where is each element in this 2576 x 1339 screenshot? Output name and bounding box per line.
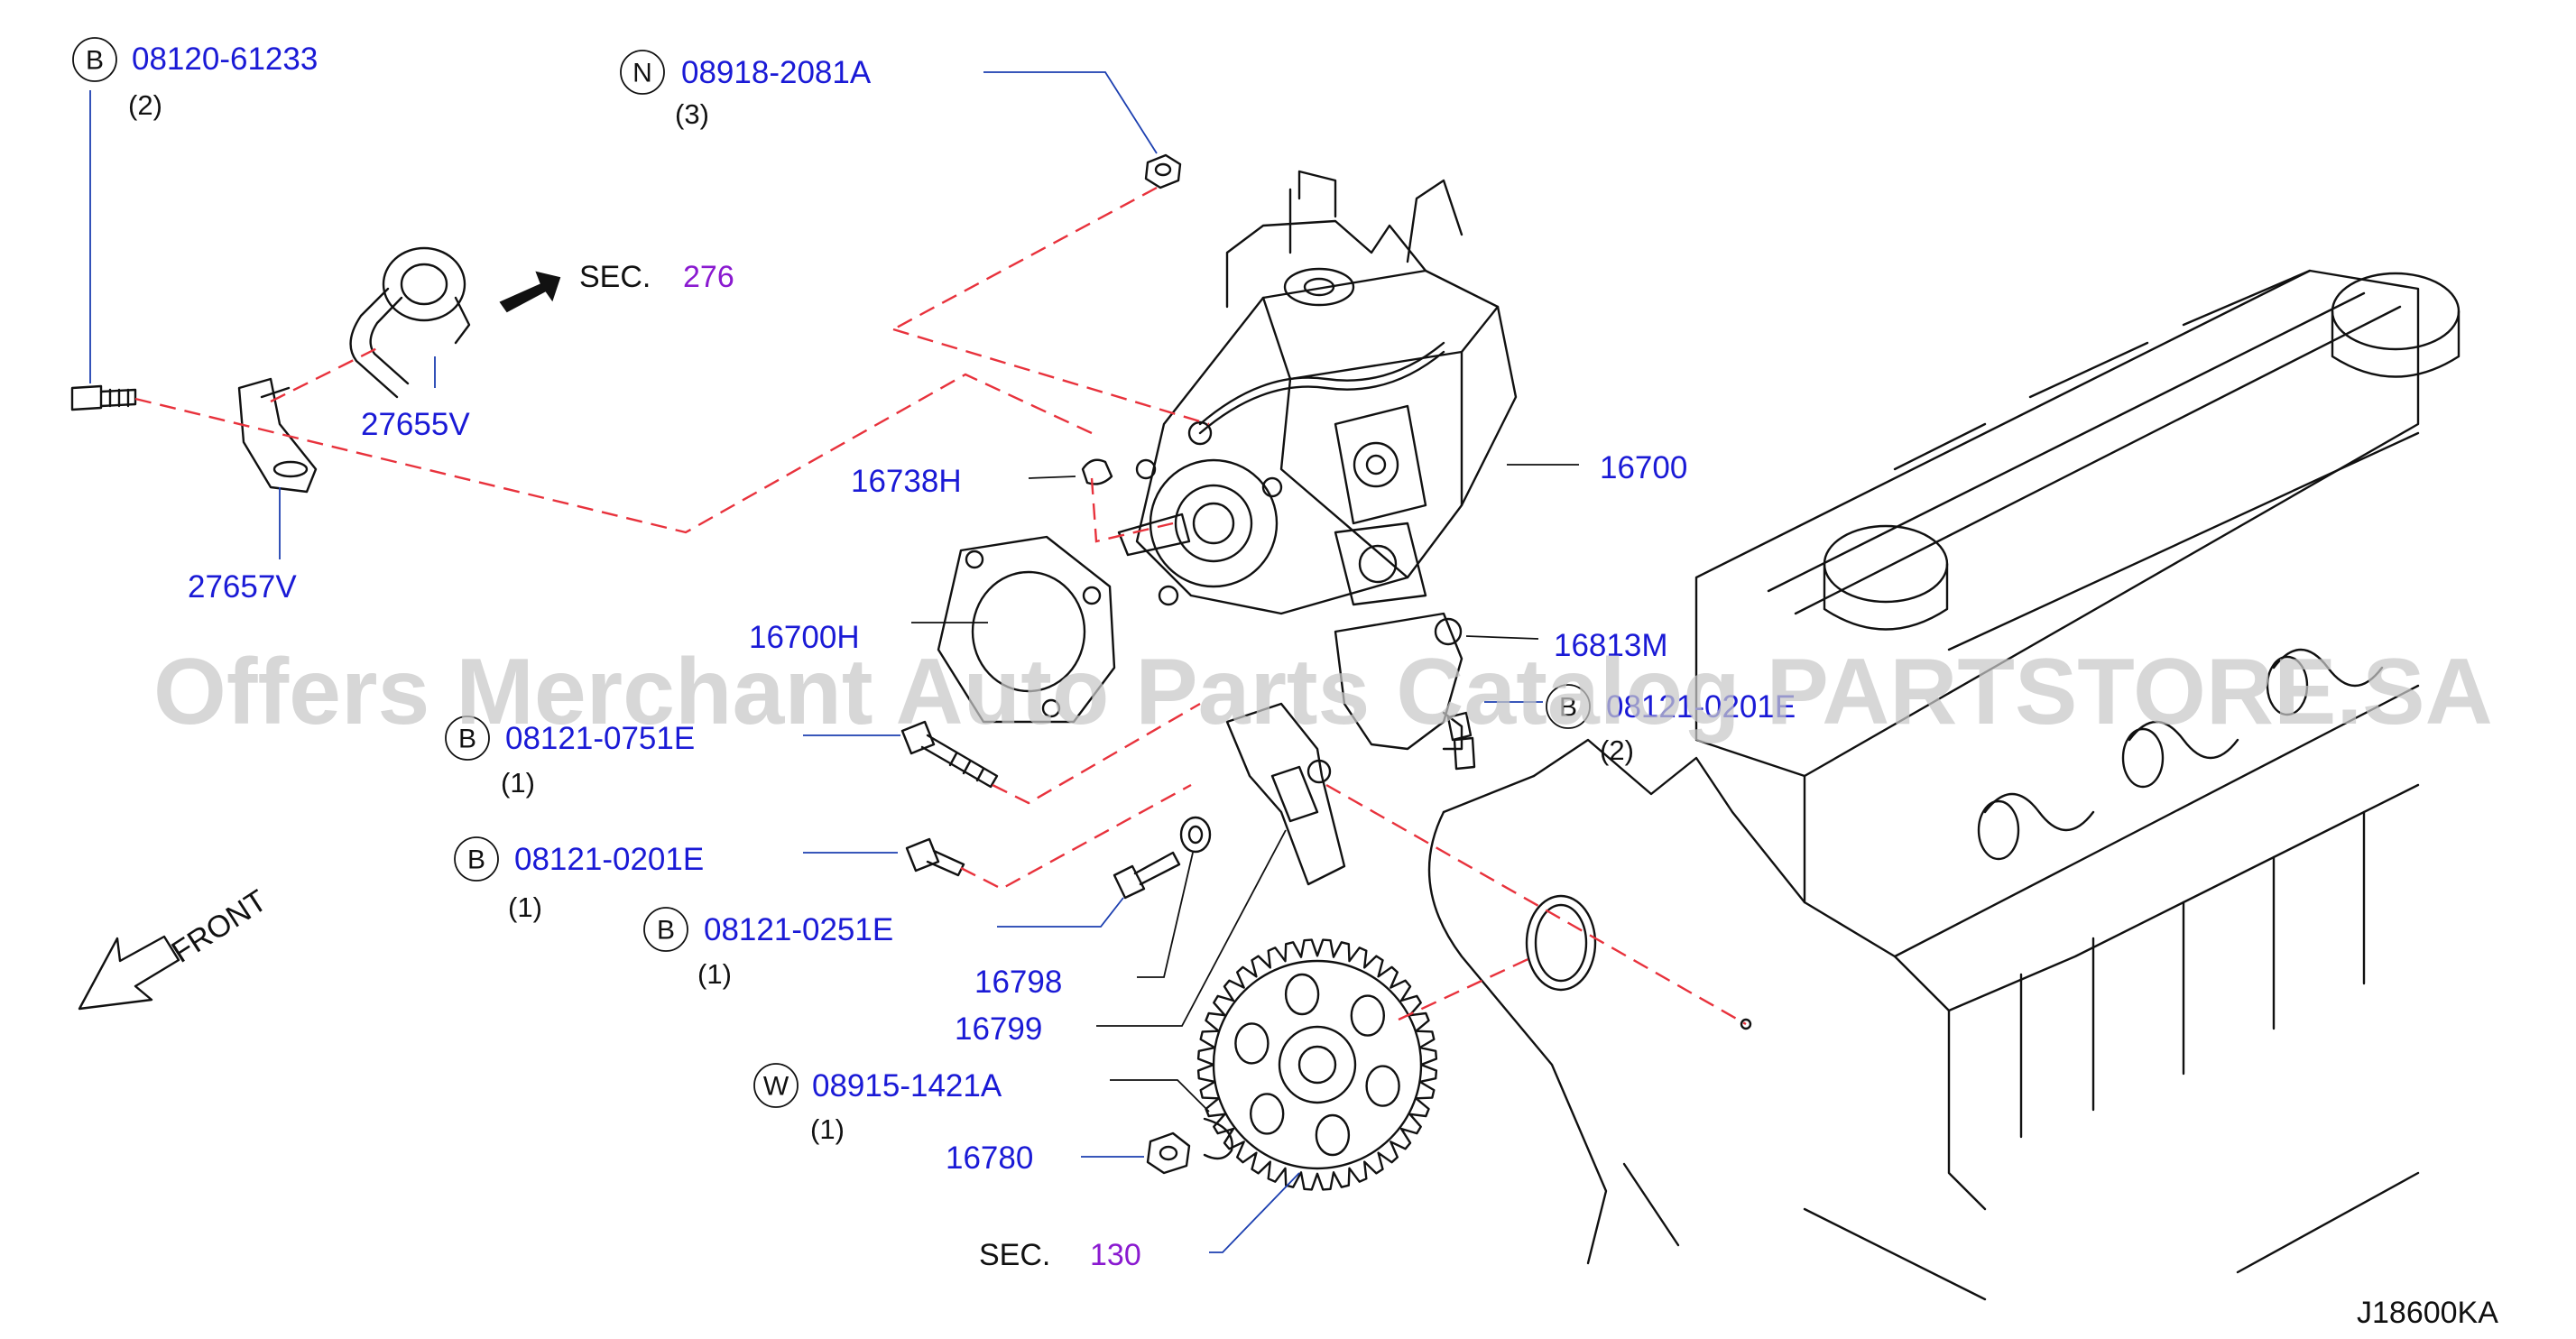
engine-block-drawing [1427,269,2461,1301]
part-qty: (1) [508,891,542,923]
part-badge: B [467,845,485,875]
gear-hole [1284,973,1320,1016]
part-callout-08918-2081A[interactable]: N 08918-2081A (3) [620,50,872,130]
gear-hole [1249,1093,1285,1135]
part-number-16799[interactable]: 16799 [955,1011,1042,1047]
pump-gasket-drawing [937,535,1116,724]
watermark: Offers Merchant Auto Parts Catalog PARTS… [153,640,2493,744]
part-number-16798[interactable]: 16798 [974,965,1062,1000]
part-number[interactable]: 08120-61233 [132,42,318,77]
bolt-08121-0201E-right-drawing [1446,711,1476,771]
part-number-27657V[interactable]: 27657V [188,569,297,605]
part-badge: W [763,1072,789,1102]
part-number-16700H[interactable]: 16700H [749,620,860,655]
bolt-08121-0201E-drawing [905,837,965,877]
part-qty: (2) [1600,734,1634,766]
washer-08915-1421A-drawing [1203,1117,1233,1160]
part-number[interactable]: 08121-0251E [704,912,893,947]
part-callout-08121-0251E[interactable]: B 08121-0251E (1) [643,907,893,990]
front-direction-arrow [78,935,180,1011]
bolt-08121-0751E-drawing [900,720,999,789]
part-badge: B [657,916,675,946]
part-qty: (1) [810,1113,845,1145]
badge-circle [620,50,665,95]
part-callout-08120-61233[interactable]: B 08120-61233 (2) [72,37,318,121]
part-qty: (1) [501,767,535,799]
section-prefix: SEC. [979,1238,1050,1272]
part-badge: B [458,725,476,754]
section-ref-130[interactable]: SEC. 130 [979,1238,1141,1272]
gear-nut-16780-drawing [1146,1131,1191,1175]
part-callout-08121-0201E[interactable]: B 08121-0201E (1) [454,836,704,923]
gear-teeth [1196,938,1438,1191]
badge-circle [1546,684,1591,729]
gear-hole [1365,1065,1400,1107]
part-qty: (3) [675,98,709,130]
gear-hole [1350,994,1386,1037]
gear-hole [1234,1022,1270,1065]
section-ref-276[interactable]: SEC. 276 [579,260,734,294]
sec-276-arrow [499,271,561,313]
part-number-27655V[interactable]: 27655V [361,407,470,442]
badge-circle [643,907,688,952]
section-number[interactable]: 276 [683,260,734,294]
badge-circle [454,836,499,882]
woodruff-key-drawing [1081,458,1113,485]
injection-pump-drawing [1117,170,1518,615]
badge-circle [72,37,117,82]
part-callout-08915-1421A[interactable]: W 08915-1421A (1) [753,1063,1002,1145]
part-number[interactable]: 08918-2081A [681,55,872,90]
section-prefix: SEC. [579,260,651,294]
part-callout-08121-0201E-right[interactable]: B 08121-0201E (2) [1546,684,1796,766]
part-number[interactable]: 08915-1421A [812,1068,1002,1104]
part-callout-08121-0751E[interactable]: B 08121-0751E (1) [445,716,695,799]
part-qty: (1) [697,958,732,990]
section-number[interactable]: 130 [1090,1238,1141,1272]
bolt-08121-0251E-drawing [1113,851,1181,900]
part-number[interactable]: 08121-0751E [505,721,695,756]
part-badge: N [632,59,652,88]
bolt-08120-61233-drawing [70,384,137,411]
part-number[interactable]: 08121-0201E [1606,689,1796,725]
part-number-16813M[interactable]: 16813M [1554,628,1667,663]
part-number-16700[interactable]: 16700 [1600,450,1687,485]
washer-16798-drawing [1179,816,1212,854]
alignment-dashed-lines [134,186,1747,1026]
leader-lines [89,71,1579,1253]
badge-circle [445,716,490,761]
badge-circle [753,1063,799,1108]
front-label: FRONT [166,883,273,970]
support-bracket-drawing [1225,702,1346,886]
part-qty: (2) [128,89,162,121]
valve-bracket-drawing [237,377,318,494]
nut-08918-2081A-drawing [1144,153,1182,189]
gear-hole [1315,1113,1351,1157]
part-badge: B [1559,693,1577,723]
part-number[interactable]: 08121-0201E [514,842,704,877]
part-badge: B [86,46,104,76]
part-number-16738H[interactable]: 16738H [851,464,962,499]
part-number-16780[interactable]: 16780 [946,1140,1033,1176]
drawing-code: J18600KA [2357,1296,2498,1330]
drive-gear-drawing [1196,938,1438,1191]
vacuum-valve-drawing [349,246,471,399]
